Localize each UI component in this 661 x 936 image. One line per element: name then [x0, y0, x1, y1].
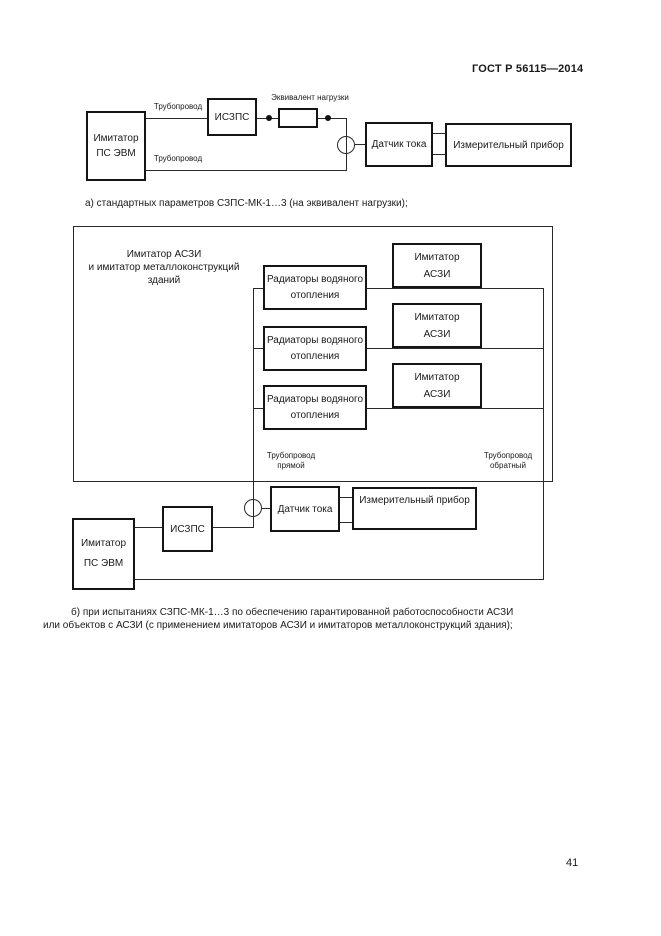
imitator-ps-evm-box-b: Имитатор ПС ЭВМ	[72, 518, 135, 590]
imitator-to-iszps-line	[135, 527, 162, 528]
enclosure-title-line3: зданий	[147, 275, 181, 286]
enclosure-title-line1: Имитатор АСЗИ	[126, 249, 202, 260]
iszps-label-b: ИСЗПС	[170, 523, 205, 535]
forward-pipe-label: Трубопровод прямой	[253, 451, 329, 470]
measuring-device-box-a: Измерительный прибор	[445, 123, 572, 167]
measuring-device-label-b: Измерительный прибор	[359, 495, 470, 506]
imitator-ps-evm-b-line1: Имитатор	[80, 538, 127, 549]
iszps-label: ИСЗПС	[214, 111, 250, 123]
standard-number-header: ГОСТ Р 56115—2014	[472, 63, 584, 75]
imitator-aszi-2-line2: АСЗИ	[423, 329, 451, 340]
imitator-ps-evm-b-line2: ПС ЭВМ	[83, 558, 124, 569]
pipe-line-return	[146, 170, 346, 171]
imitator-aszi-1-line1: Имитатор	[414, 252, 460, 263]
measuring-device-box-b: Измерительный прибор	[352, 487, 477, 530]
radiator-2-line2: отопления	[290, 351, 340, 362]
return-pipe-label-line1: Трубопровод	[483, 451, 533, 460]
branch-line-1	[253, 288, 543, 289]
sensor-meter-link-b2	[340, 522, 352, 523]
imitator-aszi-1-line2: АСЗИ	[423, 269, 451, 280]
radiator-3-line2: отопления	[290, 410, 340, 421]
radiator-2-line1: Радиаторы водяного	[266, 335, 364, 346]
branch-line-3	[253, 408, 543, 409]
caption-b-line2: или объектов с АСЗИ (с применением имита…	[43, 620, 513, 631]
clamp-to-sensor-line	[355, 144, 365, 145]
radiator-box-1: Радиаторы водяного отопления	[263, 265, 367, 310]
return-pipe-label: Трубопровод обратный	[470, 451, 546, 470]
load-equivalent-label: Эквивалент нагрузки	[271, 93, 349, 102]
pipe-line-top	[146, 118, 207, 119]
imitator-aszi-box-1: Имитатор АСЗИ	[392, 243, 482, 288]
return-pipe-label-line2: обратный	[489, 460, 527, 470]
caption-a: а) стандартных параметров СЗПС-МК-1…3 (н…	[85, 198, 408, 209]
radiator-box-3: Радиаторы водяного отопления	[263, 385, 367, 430]
current-sensor-box-b: Датчик тока	[270, 486, 340, 532]
imitator-aszi-3-line2: АСЗИ	[423, 389, 451, 400]
forward-pipe-label-line2: прямой	[277, 460, 305, 470]
imitator-ps-evm-line1: Имитатор	[93, 133, 139, 144]
connection-dot-left	[266, 115, 272, 121]
return-pipe-trunk	[543, 288, 544, 579]
pipe-bottom-label: Трубопровод	[153, 154, 203, 163]
return-bottom-line	[135, 579, 544, 580]
caption-b-line1: б) при испытаниях СЗПС-МК-1…3 по обеспеч…	[71, 607, 514, 618]
radiator-3-line1: Радиаторы водяного	[266, 394, 364, 405]
enclosure-title: Имитатор АСЗИ и имитатор металлоконструк…	[73, 248, 255, 287]
radiator-1-line2: отопления	[290, 290, 340, 301]
iszps-to-trunk-line	[213, 527, 254, 528]
pipe-top-label: Трубопровод	[153, 102, 203, 111]
forward-pipe-label-line1: Трубопровод	[266, 451, 316, 460]
page-number: 41	[566, 857, 579, 869]
radiator-1-line1: Радиаторы водяного	[266, 274, 364, 285]
imitator-aszi-box-3: Имитатор АСЗИ	[392, 363, 482, 408]
branch-line-2	[253, 348, 543, 349]
imitator-ps-evm-box-a: Имитатор ПС ЭВМ	[86, 111, 146, 181]
imitator-aszi-3-line1: Имитатор	[414, 372, 460, 383]
imitator-aszi-box-2: Имитатор АСЗИ	[392, 303, 482, 348]
current-sensor-label-b: Датчик тока	[277, 503, 333, 515]
sensor-meter-link-b1	[340, 497, 352, 498]
enclosure-title-line2: и имитатор металлоконструкций	[88, 262, 240, 273]
clamp-to-sensor-line-b	[262, 508, 270, 509]
connection-dot-right	[325, 115, 331, 121]
load-equivalent-box	[278, 108, 318, 128]
caption-b: б) при испытаниях СЗПС-МК-1…3 по обеспеч…	[43, 606, 621, 632]
current-sensor-box-a: Датчик тока	[365, 122, 433, 167]
current-clamp-circle-b	[244, 499, 262, 517]
sensor-meter-link-1	[433, 133, 445, 134]
current-sensor-label: Датчик тока	[371, 139, 427, 150]
iszps-box-b: ИСЗПС	[162, 506, 213, 552]
load-to-down-line	[318, 118, 346, 119]
imitator-aszi-2-line1: Имитатор	[414, 312, 460, 323]
radiator-box-2: Радиаторы водяного отопления	[263, 326, 367, 371]
sensor-meter-link-2	[433, 154, 445, 155]
iszps-box-a: ИСЗПС	[207, 98, 257, 136]
current-clamp-circle-a	[337, 136, 355, 154]
building-enclosure-box	[73, 226, 553, 482]
imitator-ps-evm-line2: ПС ЭВМ	[96, 148, 136, 159]
measuring-device-label: Измерительный прибор	[453, 139, 564, 151]
